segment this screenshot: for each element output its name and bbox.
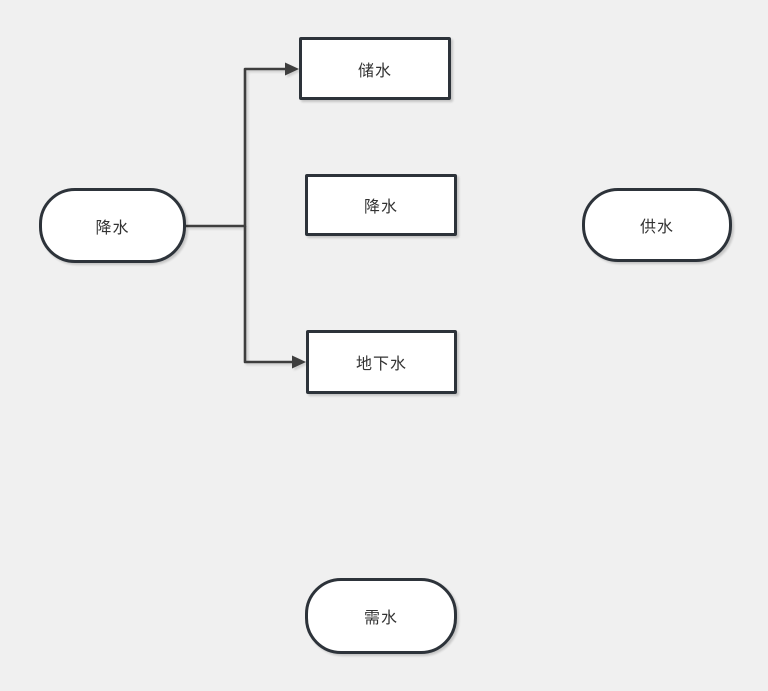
node-water-demand[interactable]: 需水 xyxy=(305,578,457,654)
node-water-storage[interactable]: 储水 xyxy=(299,37,451,100)
node-label: 降水 xyxy=(363,199,398,216)
node-label: 需水 xyxy=(363,610,398,627)
node-label: 降水 xyxy=(95,219,130,237)
node-groundwater[interactable]: 地下水 xyxy=(306,330,457,394)
arrowhead-icon xyxy=(285,62,299,76)
node-label: 储水 xyxy=(357,62,392,80)
edge-precipitation-to-storage[interactable] xyxy=(186,62,299,228)
node-water-supply[interactable]: 供水 xyxy=(582,188,732,262)
node-precipitation-process[interactable]: 降水 xyxy=(305,174,457,236)
node-label: 供水 xyxy=(639,219,674,236)
node-label: 地下水 xyxy=(355,356,407,373)
edge-precipitation-to-groundwater[interactable] xyxy=(243,226,306,369)
node-precipitation-source[interactable]: 降水 xyxy=(39,188,186,263)
arrowhead-icon xyxy=(292,355,306,369)
